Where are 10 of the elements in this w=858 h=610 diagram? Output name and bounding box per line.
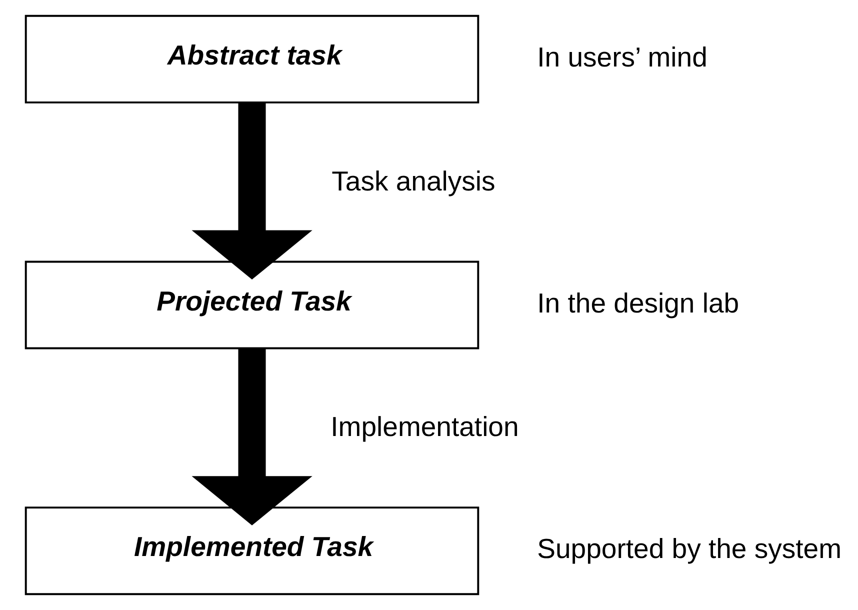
node-box: Abstract task bbox=[24, 14, 480, 104]
arrow bbox=[192, 102, 312, 280]
edge-label: Implementation bbox=[330, 411, 519, 442]
node-label: In users’ mind bbox=[537, 41, 708, 72]
arrow bbox=[192, 348, 312, 526]
node-label: Supported by the system bbox=[537, 533, 842, 564]
edge-label: Task analysis bbox=[332, 165, 496, 196]
node-box: Projected Task bbox=[24, 260, 480, 350]
node-box: Implemented Task bbox=[24, 506, 480, 596]
node-label: In the design lab bbox=[537, 287, 740, 318]
